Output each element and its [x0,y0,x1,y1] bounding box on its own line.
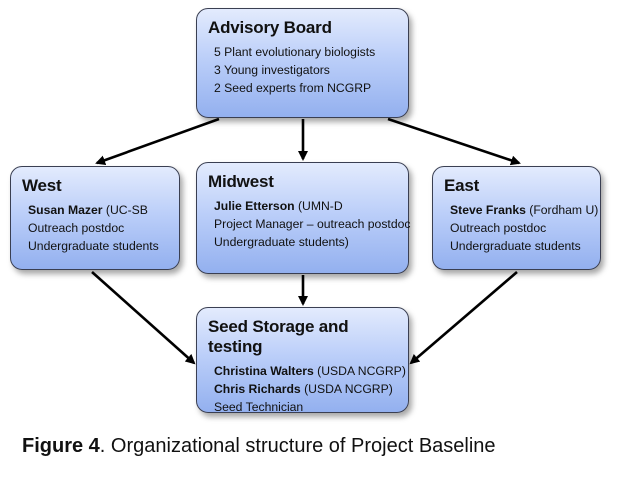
figure-label: Figure 4 [22,435,100,457]
arrow-west-to-seed [91,271,196,365]
node-line: Seed Technician [214,400,304,414]
node-line: Project Manager – outreach postdoc [214,217,411,231]
node-line: Chris Richards (USDA NCGRP) [214,382,393,396]
node-line: 3 Young investigators [214,63,330,77]
node-line: Julie Etterson (UMN-D [214,199,343,213]
node-line: Outreach postdoc [28,221,125,235]
arrow-east-to-seed [409,271,518,365]
figure-caption: Figure 4. Organizational structure of Pr… [22,433,496,459]
node-midwest: Midwest Julie Etterson (UMN-D Project Ma… [196,162,411,274]
edge-group [91,117,521,365]
node-line: Steve Franks (Fordham U) [450,203,599,217]
node-title: Advisory Board [208,18,332,37]
node-west: West Susan Mazer (UC-SB Outreach postdoc… [10,166,180,270]
figure-caption-text: . Organizational structure of Project Ba… [99,435,496,457]
node-line: 5 Plant evolutionary biologists [214,45,376,59]
node-seed-storage: Seed Storage and testing Christina Walte… [196,307,409,414]
node-advisory-board: Advisory Board 5 Plant evolutionary biol… [196,8,409,118]
node-line: 2 Seed experts from NCGRP [214,81,372,95]
arrow-advisory-to-east [387,117,521,166]
node-line: Susan Mazer (UC-SB [28,203,148,217]
node-title: Seed Storage and testing [208,317,349,356]
node-line: Outreach postdoc [450,221,547,235]
node-title: West [22,176,62,195]
arrow-advisory-to-west [95,117,220,165]
node-line: Undergraduate students) [214,235,349,249]
node-line: Undergraduate students [450,239,581,253]
node-line: Undergraduate students [28,239,159,253]
node-title: Midwest [208,172,274,191]
node-line: Christina Walters (USDA NCGRP) [214,364,406,378]
node-title: East [444,176,480,195]
node-east: East Steve Franks (Fordham U) Outreach p… [432,166,601,270]
